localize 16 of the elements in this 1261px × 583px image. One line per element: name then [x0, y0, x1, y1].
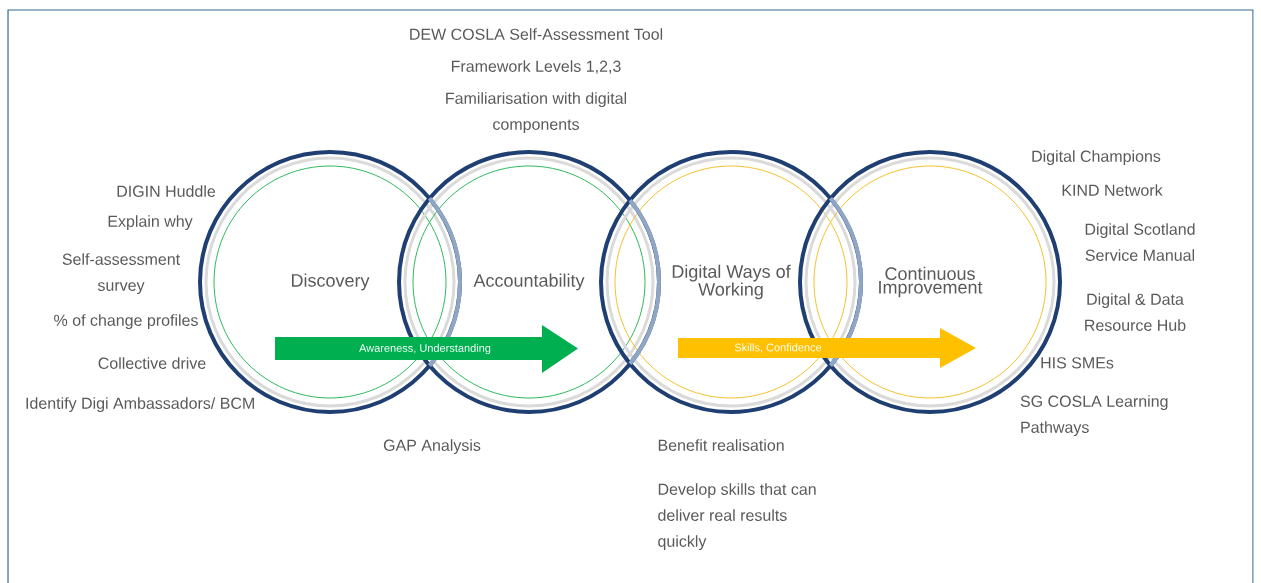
note-text: SG COSLA Learning Pathways [1020, 395, 1168, 437]
note-text: Familiarisation with digital components [446, 92, 627, 134]
note-text: HIS SMEs [1041, 357, 1114, 369]
note-text: DIGIN Huddle [117, 185, 216, 197]
note-text: Benefit realisation [658, 439, 784, 451]
note-text: Digital Scotland Service Manual [1085, 223, 1195, 261]
note-text: Collective drive [98, 357, 206, 369]
note-text: Framework Levels 1,2,3 [451, 60, 621, 74]
note-text: Self-assessment survey [62, 253, 180, 295]
note-text: DEW COSLA Self-Assessment Tool [410, 28, 663, 40]
note-text: Digital Champions [1032, 150, 1161, 166]
arrow-label: Skills, Confidence [734, 343, 822, 353]
note-text: Digital & Data Resource Hub [1085, 293, 1186, 331]
note-text: Identify Digi Ambassadors/ BCM [26, 397, 254, 413]
note-text: GAP Analysis [383, 439, 481, 455]
note-text: Develop skills that can deliver real results quickly [658, 483, 816, 551]
